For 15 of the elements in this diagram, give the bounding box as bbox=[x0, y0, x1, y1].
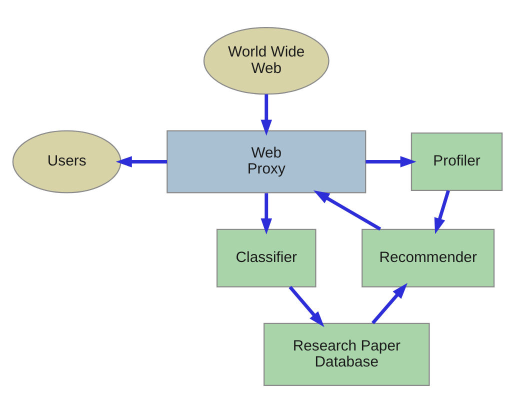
node-box: Profiler bbox=[410, 132, 503, 191]
arrow bbox=[434, 190, 450, 234]
arrow bbox=[260, 94, 272, 136]
arrow bbox=[314, 190, 382, 230]
arrow bbox=[288, 285, 324, 327]
arrow bbox=[260, 192, 272, 234]
node-box: Classifier bbox=[216, 228, 316, 287]
arrow bbox=[371, 282, 408, 324]
node-box: Recommender bbox=[362, 228, 495, 287]
node-ellipse: World Wide Web bbox=[203, 26, 330, 94]
node-box: Web Proxy bbox=[166, 130, 366, 193]
arrow bbox=[366, 156, 416, 167]
node-box: Research Paper Database bbox=[264, 322, 430, 386]
node-ellipse: Users bbox=[12, 130, 122, 193]
arrow bbox=[116, 156, 167, 167]
